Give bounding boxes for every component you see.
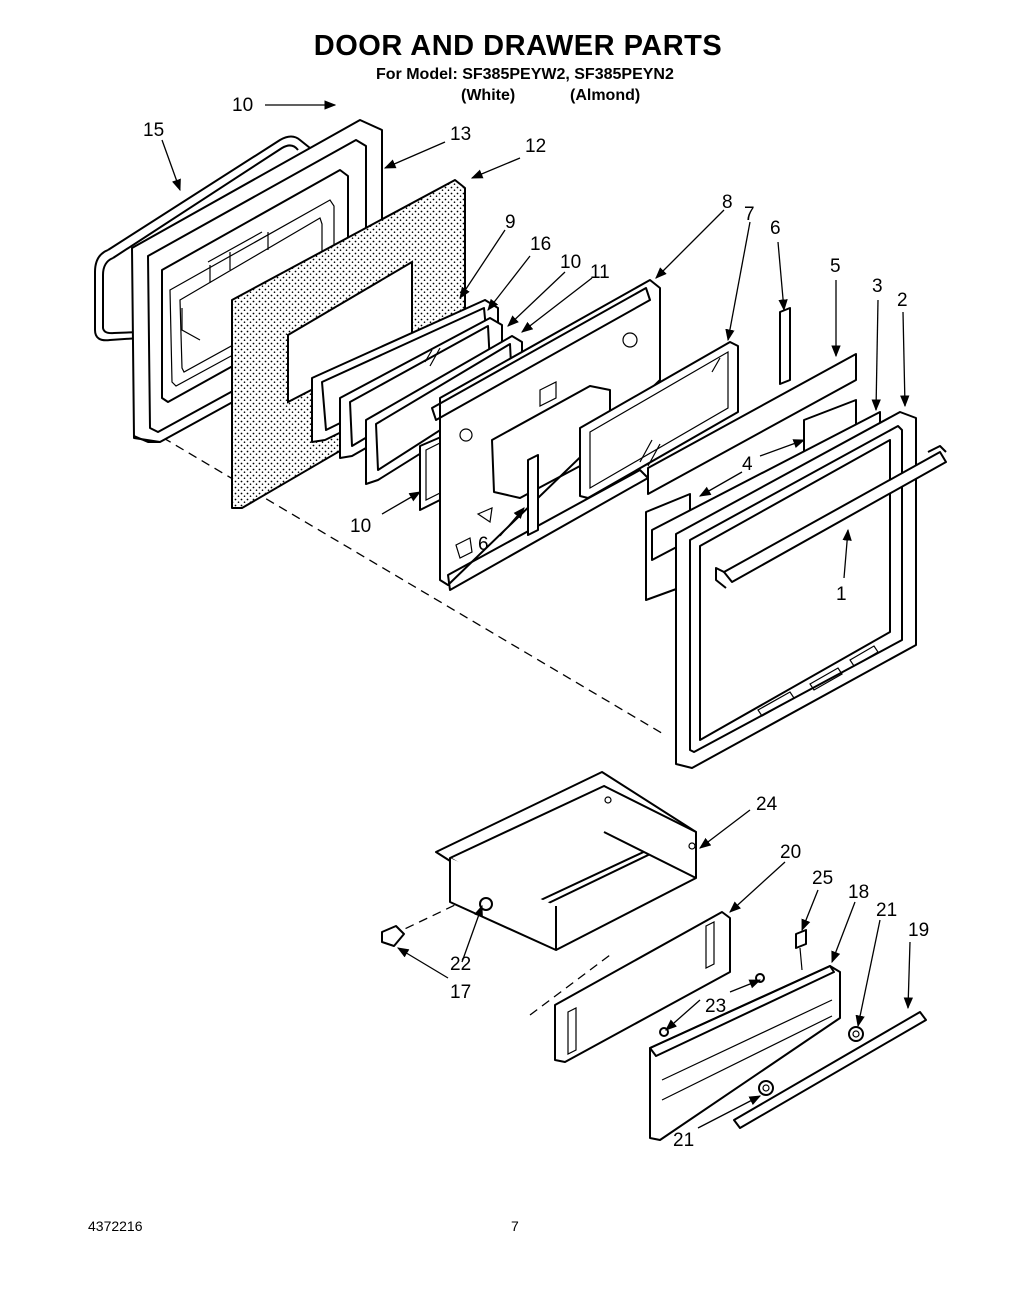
callout-5: 5 (830, 256, 841, 277)
model-line: For Model: SF385PEYW2, SF385PEYN2 (376, 66, 674, 83)
part-18-drawer-front (649, 965, 841, 1141)
callout-2: 2 (897, 290, 908, 311)
callout-13: 13 (450, 124, 471, 145)
part-20-drawer-front-inner (554, 911, 731, 1063)
page-title: DOOR AND DRAWER PARTS (313, 30, 723, 62)
part-21-grommet-lower (758, 1080, 774, 1096)
callout-16: 16 (530, 234, 551, 255)
part-7-outer-glass (579, 341, 739, 499)
part-1-handle (715, 445, 947, 589)
part-5-panel (647, 353, 857, 495)
callout-8: 8 (722, 192, 733, 213)
page-number: 7 (511, 1218, 519, 1234)
callout-6-upper: 6 (770, 218, 781, 239)
alignment-line (391, 904, 456, 936)
callout-24: 24 (756, 794, 778, 815)
part-6-hinge-strip-lower (527, 454, 539, 536)
alignment-line (149, 429, 666, 736)
callout-21-upper: 21 (876, 900, 897, 921)
callout-leaders (161, 100, 913, 1129)
callout-6-lower: 6 (478, 534, 489, 555)
callout-11: 11 (590, 262, 610, 283)
part-24-drawer-body (435, 771, 697, 951)
callout-4: 4 (742, 454, 753, 475)
callout-10-lower: 10 (350, 516, 371, 537)
callout-21-lower: 21 (673, 1130, 694, 1151)
part-17-clip (381, 925, 405, 947)
part-22-roller (479, 897, 493, 911)
alignment-line (529, 954, 611, 1016)
callout-23: 23 (705, 996, 726, 1017)
callout-7: 7 (744, 204, 755, 225)
variant-almond: (Almond) (570, 87, 641, 104)
part-25-screw (795, 929, 807, 971)
callout-3: 3 (872, 276, 883, 297)
callout-1: 1 (836, 584, 847, 605)
part-19-trim-strip (733, 1011, 927, 1129)
callout-20: 20 (780, 842, 801, 863)
callout-18: 18 (848, 882, 869, 903)
callout-15: 15 (143, 120, 164, 141)
callout-14: 10 (232, 95, 253, 116)
part-21-grommet-upper (848, 1026, 864, 1042)
document-number: 4372216 (88, 1218, 143, 1234)
callout-labels: 10 15 13 12 9 16 10 11 8 7 6 5 3 2 4 1 1… (143, 95, 929, 1151)
callout-22: 22 (450, 954, 471, 975)
callout-10-upper: 10 (560, 252, 581, 273)
callout-9: 9 (505, 212, 516, 233)
part-15-gasket (94, 135, 311, 342)
variant-white: (White) (461, 87, 516, 104)
callout-12: 12 (525, 136, 546, 157)
part-6-hinge-strip-upper (779, 307, 791, 385)
callout-19: 19 (908, 920, 929, 941)
callout-25: 25 (812, 868, 833, 889)
callout-17: 17 (450, 982, 471, 1003)
